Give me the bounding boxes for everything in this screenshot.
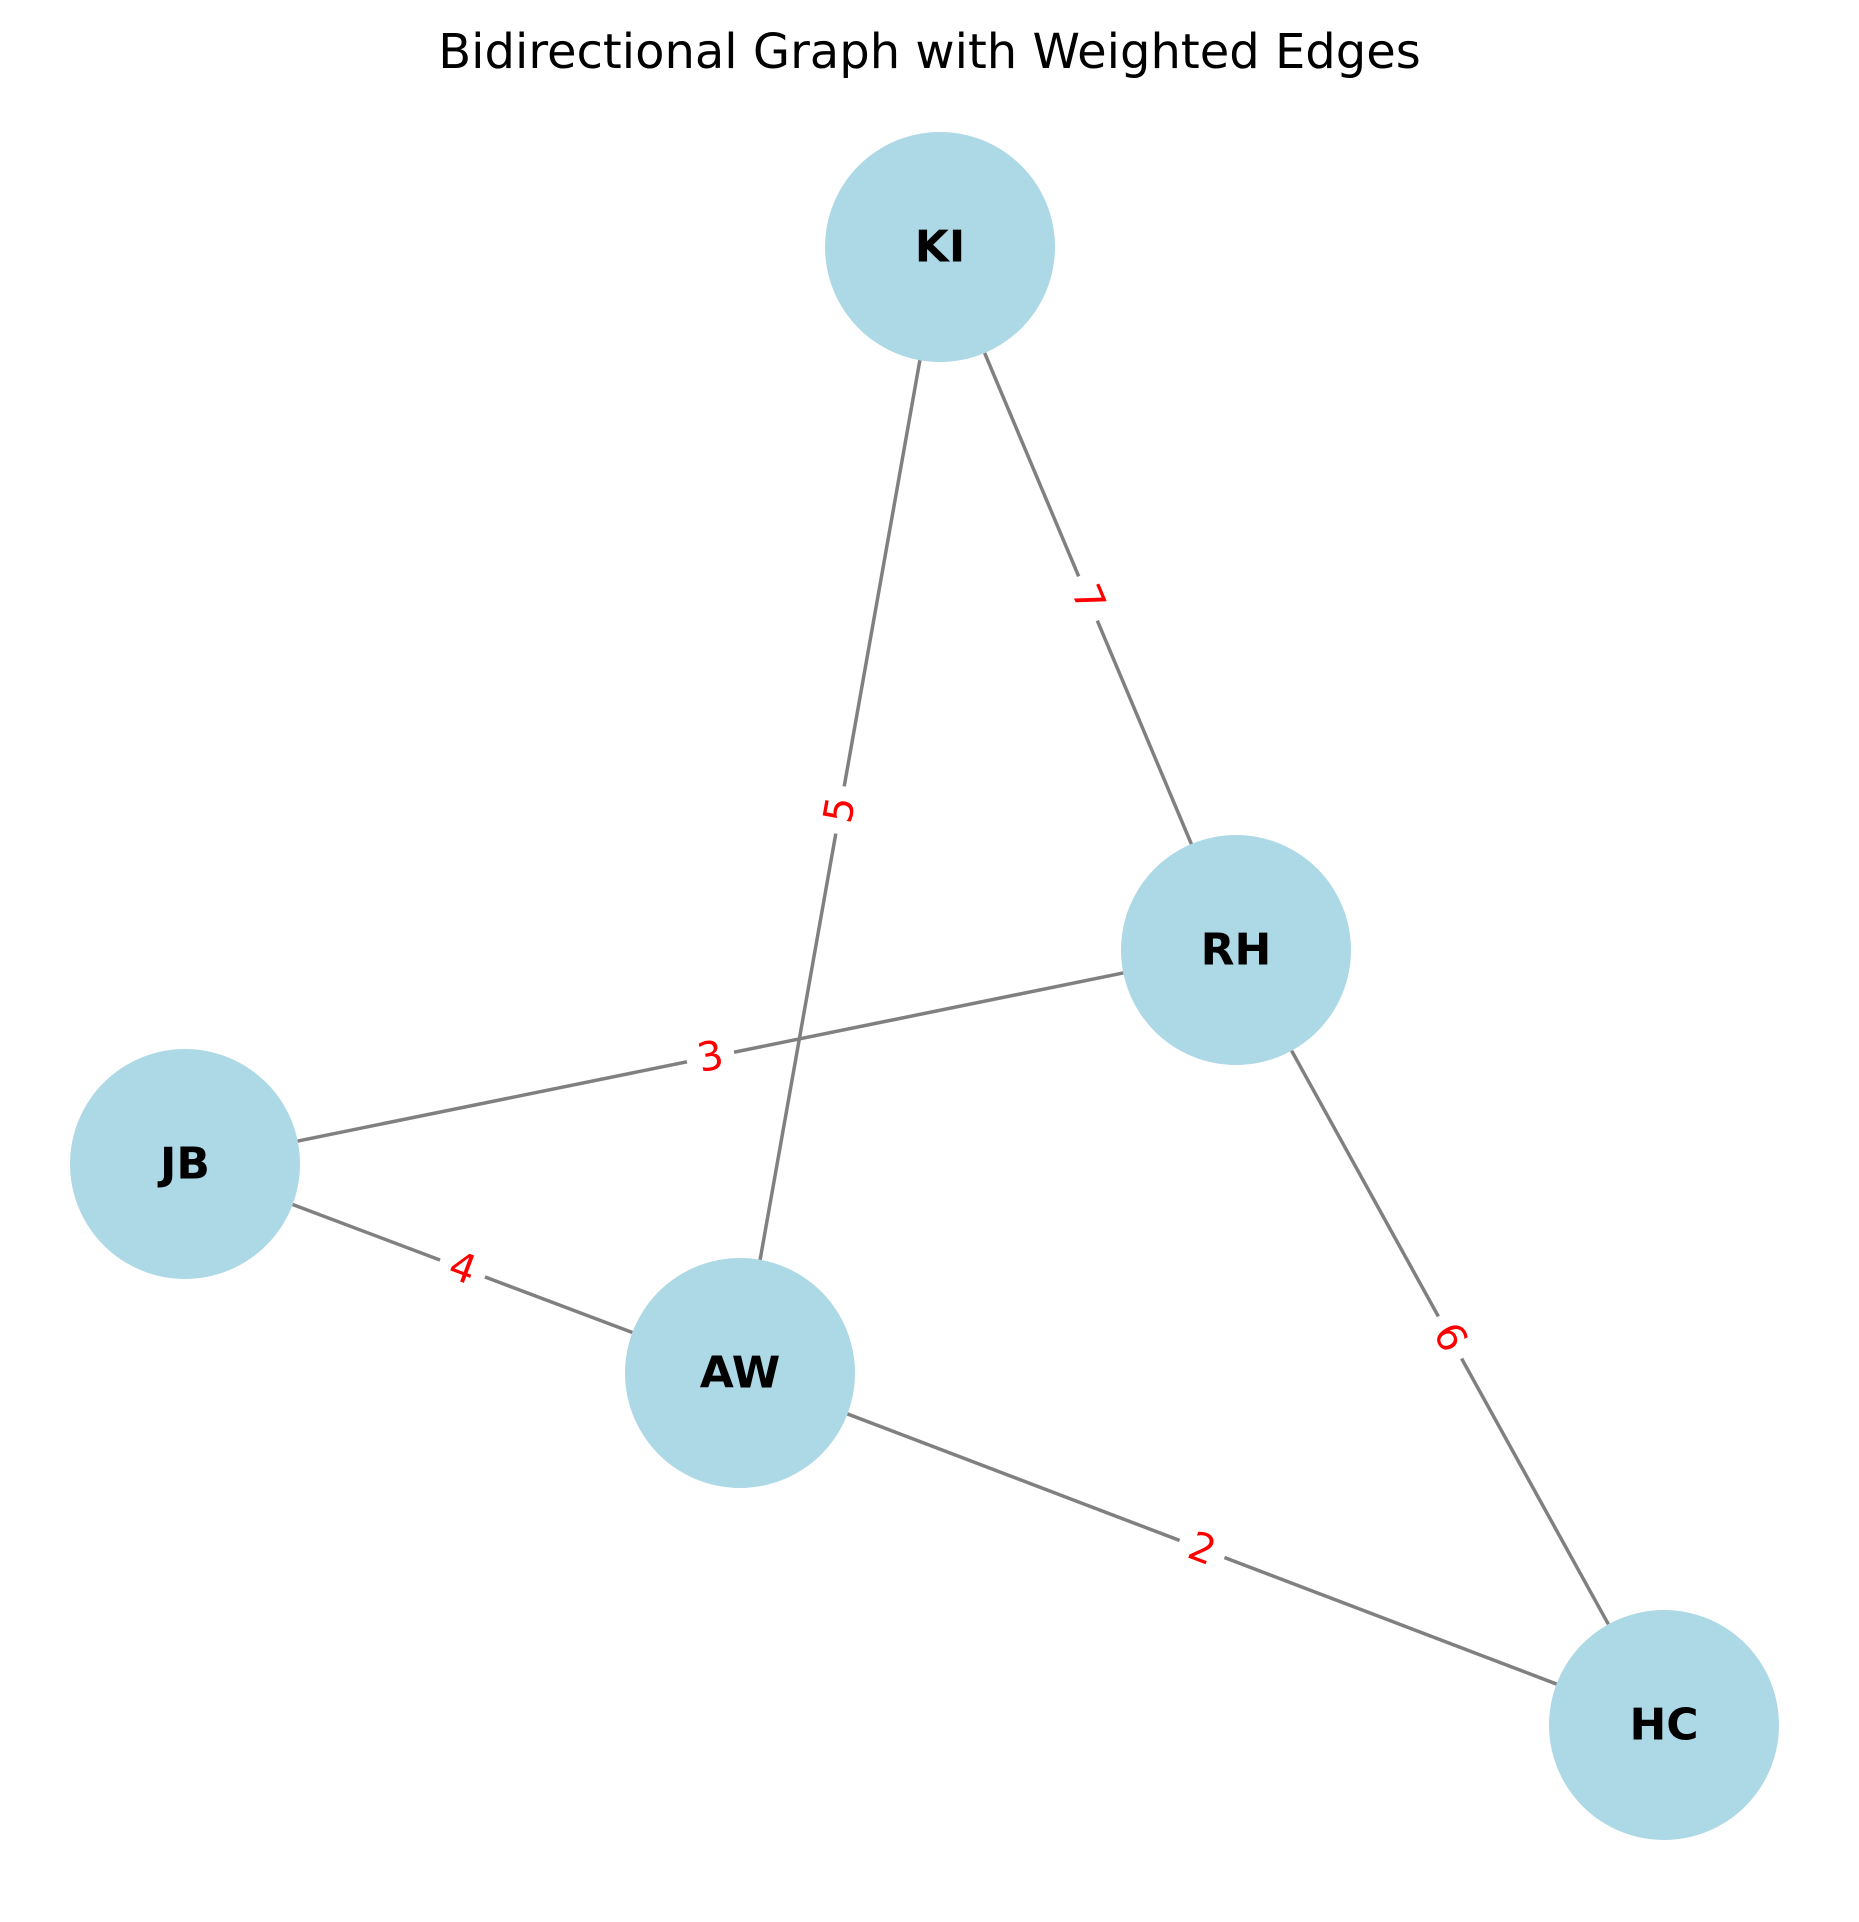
node-rh: RH	[1121, 835, 1351, 1065]
node-circle	[1549, 1610, 1779, 1840]
node-label: AW	[700, 1348, 781, 1399]
edge-label-background	[1170, 1516, 1234, 1582]
edge-ki-rh: 7	[983, 352, 1193, 845]
edge-label-background	[810, 781, 870, 839]
edge-jb-aw: 4	[292, 1202, 633, 1335]
node-label: HC	[1629, 1700, 1698, 1751]
diagram-title: Bidirectional Graph with Weighted Edges	[438, 24, 1421, 80]
node-circle	[825, 132, 1055, 362]
node-ki: KI	[825, 132, 1055, 362]
node-jb: JB	[70, 1049, 300, 1279]
node-circle	[1121, 835, 1351, 1065]
edge-aw-hc: 2	[846, 1412, 1558, 1686]
node-label: JB	[157, 1139, 210, 1190]
node-hc: HC	[1549, 1610, 1779, 1840]
edge-ki-aw: 5	[758, 359, 922, 1261]
edge-label-background	[430, 1235, 495, 1302]
node-circle	[625, 1258, 855, 1488]
node-aw: AW	[625, 1258, 855, 1488]
edge-rh-hc: 6	[1290, 1049, 1610, 1626]
nodes-layer: KI RH JB AW HC	[70, 132, 1779, 1840]
edge-label-background	[1054, 566, 1122, 631]
node-circle	[70, 1049, 300, 1279]
node-label: KI	[915, 222, 965, 273]
edge-rh-jb: 3	[297, 971, 1124, 1143]
node-label: RH	[1201, 925, 1272, 976]
edge-label-background	[1415, 1303, 1485, 1372]
edge-label-background	[681, 1026, 740, 1088]
